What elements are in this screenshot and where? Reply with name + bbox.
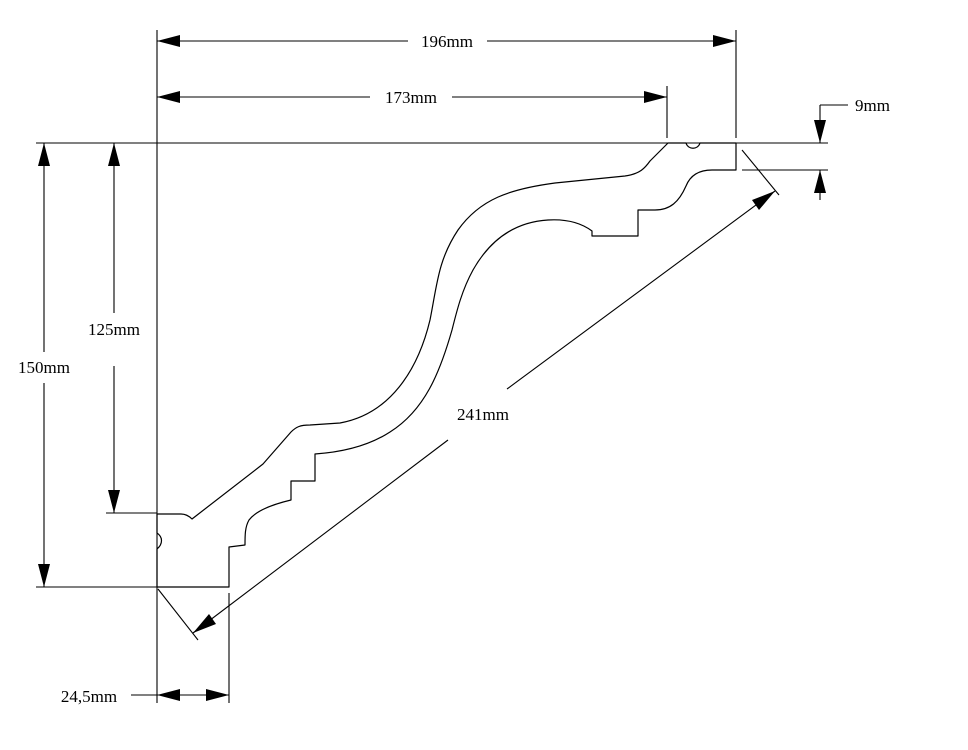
label-base-width: 24,5mm [61,687,117,706]
profile-outline [156,142,737,588]
label-wall-height: 125mm [88,320,140,339]
label-top-width: 173mm [385,88,437,107]
arrow-9-top [814,120,826,143]
arrow-125-top [108,143,120,166]
arrow-241-bottom [193,614,216,633]
arrow-241-top [752,191,775,210]
arrow-125-bottom [108,490,120,513]
arrow-245-right [206,689,229,701]
label-overall-width: 196mm [421,32,473,51]
dimension-labels: 196mm 173mm 9mm 150mm 125mm 241mm 24,5mm [18,32,890,706]
arrow-150-top [38,143,50,166]
arrow-196-right [713,35,736,47]
arrow-245-left [157,689,180,701]
extension-lines [36,30,828,703]
arrow-9-bottom [814,170,826,193]
label-face-length: 241mm [457,405,509,424]
arrowheads [38,35,826,701]
label-overall-height: 150mm [18,358,70,377]
arrow-150-bottom [38,564,50,587]
arrow-173-right [644,91,667,103]
arrow-173-left [157,91,180,103]
molding-profile [156,142,737,588]
label-top-lip: 9mm [855,96,890,115]
arrow-196-left [157,35,180,47]
